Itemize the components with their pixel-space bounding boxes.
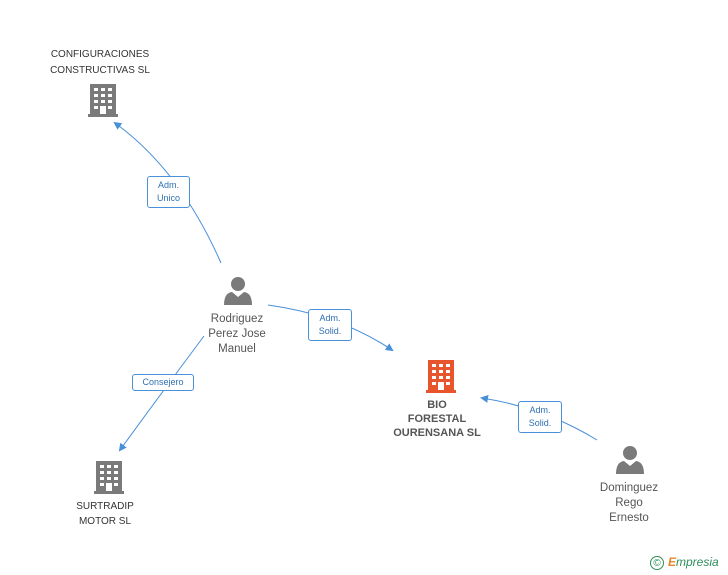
node-label-line: OURENSANA SL (393, 427, 481, 439)
edge-label-adm-unico[interactable]: Adm. Unico (147, 176, 190, 208)
edge-label-adm-solid-1[interactable]: Adm. Solid. (308, 309, 352, 341)
person-icon[interactable] (616, 446, 644, 474)
brand-initial: E (668, 555, 677, 569)
node-label-line: Manuel (218, 343, 256, 355)
node-label-surtradip[interactable]: SURTRADIP MOTOR SL (55, 501, 155, 528)
brand-footer: © Empresia (650, 555, 719, 570)
person-icon[interactable] (224, 277, 252, 305)
edge-label-line: Unico (156, 193, 180, 203)
node-label-line: Perez Jose (208, 328, 266, 340)
node-label-line: SURTRADIP (76, 501, 134, 512)
building-icon[interactable] (426, 360, 456, 393)
node-label-line: Rego (615, 497, 643, 509)
edge-label-line: Solid. (318, 326, 342, 336)
node-label-line: CONSTRUCTIVAS SL (50, 65, 150, 76)
node-label-line: Ernesto (609, 512, 649, 524)
edge-label-consejero[interactable]: Consejero (132, 374, 194, 391)
node-label-line: FORESTAL (407, 413, 467, 425)
building-icon[interactable] (88, 84, 118, 117)
edge-label-line: Consejero (142, 377, 184, 387)
node-label-line: Rodriguez (210, 313, 264, 325)
brand-name: mpresia (676, 555, 719, 569)
node-label-line: BIO (427, 399, 447, 411)
node-label-line: MOTOR SL (78, 516, 132, 527)
edge-label-line: Adm. (529, 405, 551, 415)
edge-label-line: Adm. (319, 313, 341, 323)
edge-line-consejero (118, 335, 205, 452)
node-label-line: CONFIGURACIONES (50, 49, 150, 60)
node-label-dominguez[interactable]: Dominguez Rego Ernesto (579, 481, 679, 526)
node-label-configuraciones[interactable]: CONFIGURACIONES CONSTRUCTIVAS SL (40, 49, 160, 77)
node-label-line: Dominguez (599, 482, 659, 494)
node-label-bio-forestal[interactable]: BIO FORESTAL OURENSANA SL (377, 398, 497, 440)
edge-label-adm-solid-2[interactable]: Adm. Solid. (518, 401, 562, 433)
building-icon[interactable] (94, 461, 124, 494)
edge-label-line: Adm. (157, 180, 179, 190)
node-label-rodriguez[interactable]: Rodriguez Perez Jose Manuel (187, 312, 287, 357)
edge-label-line: Solid. (528, 418, 552, 428)
copyright-icon: © (650, 555, 664, 570)
